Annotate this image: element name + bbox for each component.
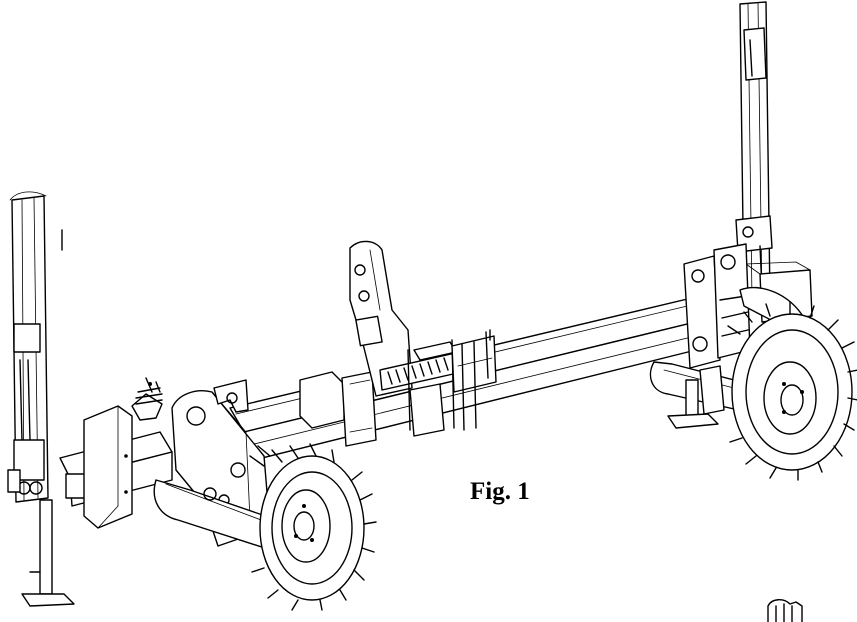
bottom-right-partial-part — [767, 599, 803, 622]
beam-clamp-left — [299, 371, 377, 447]
left-stand — [21, 499, 75, 607]
beam-clamp-right — [451, 329, 497, 431]
center-hitch-tower — [349, 240, 413, 397]
figure-label: Fig. 1 — [470, 478, 530, 505]
left-wheel — [249, 443, 377, 611]
right-wheel — [727, 301, 857, 481]
right-stand — [667, 379, 719, 429]
pto-shaft-splines — [131, 377, 163, 421]
left-mast — [7, 191, 63, 503]
left-gearbox — [83, 405, 133, 529]
